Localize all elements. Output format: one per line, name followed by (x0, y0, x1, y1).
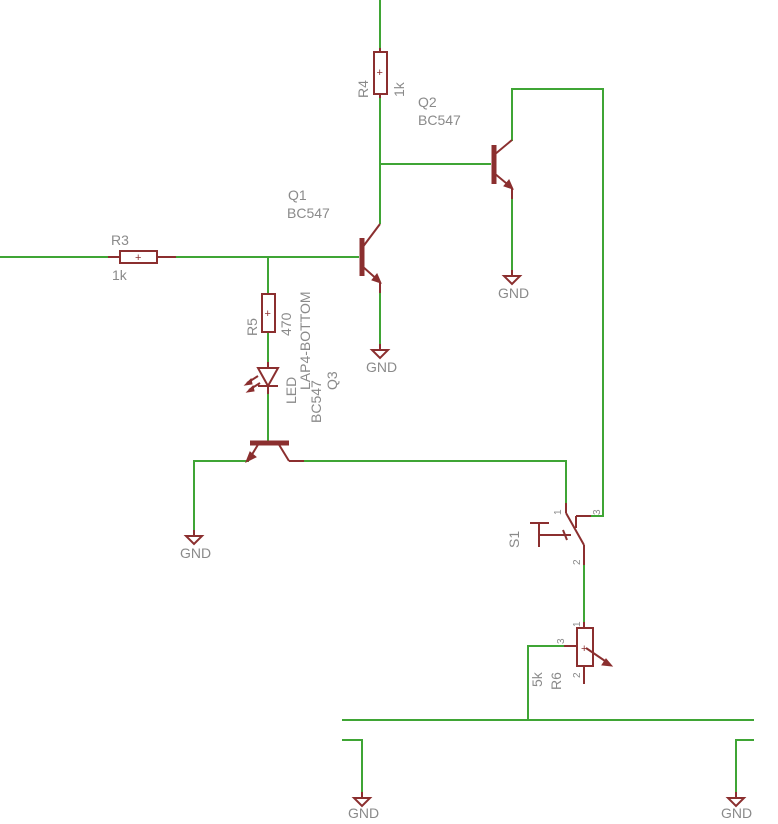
r5-value-label: 470 (278, 312, 294, 336)
r4-plus-sign: + (377, 67, 383, 79)
resistor-r4: + R4 1k (355, 48, 407, 98)
q2-name-label: Q2 (418, 94, 437, 110)
ground-q2: GND (498, 270, 529, 301)
r3-name-label: R3 (111, 232, 129, 248)
s1-name-label: S1 (506, 531, 522, 548)
wire-r6-wiper (527, 645, 565, 721)
gnd-label-q1: GND (366, 359, 397, 375)
gnd-label-bus-right: GND (721, 805, 752, 821)
q1-value-label: BC547 (287, 205, 330, 221)
q3-value-label: BC547 (308, 380, 324, 423)
q2-value-label: BC547 (418, 112, 461, 128)
wires (0, 0, 754, 797)
r6-adjust-arrow (585, 647, 609, 664)
r6-pin-1: 1 (572, 621, 583, 627)
r5-name-label: R5 (244, 318, 260, 336)
r6-value-label: 5k (529, 671, 545, 687)
led: LED LAP4-BOTTOM (243, 291, 313, 404)
r6-pin-2: 2 (572, 672, 583, 678)
ground-q1: GND (366, 344, 397, 375)
transistor-q2: Q2 BC547 (418, 94, 514, 199)
gnd-label-bus-left: GND (348, 805, 379, 821)
wire-gnd-left (342, 739, 363, 797)
r3-plus-sign: + (135, 252, 141, 264)
wire-q2-collector (511, 88, 604, 517)
gnd-label-q3: GND (180, 545, 211, 561)
s1-pin-3: 3 (592, 509, 603, 515)
r4-name-label: R4 (355, 80, 371, 98)
potentiometer-r6: + 1 2 3 R6 5k (529, 621, 614, 690)
r3-value-label: 1k (112, 267, 128, 283)
transistor-q1: Q1 BC547 (287, 187, 382, 293)
q3-name-label: Q3 (324, 371, 340, 390)
wire-q3-collector-s1 (303, 460, 567, 504)
ground-bus-left: GND (348, 792, 379, 821)
r4-value-label: 1k (391, 81, 407, 97)
q1-name-label: Q1 (288, 187, 307, 203)
led-name-label: LED (283, 377, 299, 404)
r6-name-label: R6 (548, 672, 564, 690)
ground-bus-right: GND (721, 792, 752, 821)
resistor-r5: + R5 470 (244, 293, 294, 336)
transistor-q3: Q3 BC547 (245, 371, 340, 464)
r6-plus-sign: + (581, 643, 587, 655)
wire-gnd-right (735, 739, 754, 797)
led-value-label: LAP4-BOTTOM (297, 291, 313, 390)
switch-s1: S1 1 2 3 (506, 503, 603, 565)
gnd-label-q2: GND (498, 285, 529, 301)
r5-plus-sign: + (265, 308, 271, 320)
resistor-r3: + R3 1k (108, 232, 176, 283)
s1-pin-1: 1 (553, 509, 564, 515)
r6-pin-3: 3 (556, 638, 567, 644)
wire-q3-emitter-gnd (193, 460, 249, 535)
ground-q3: GND (180, 530, 211, 561)
s1-pin-2: 2 (572, 559, 583, 565)
